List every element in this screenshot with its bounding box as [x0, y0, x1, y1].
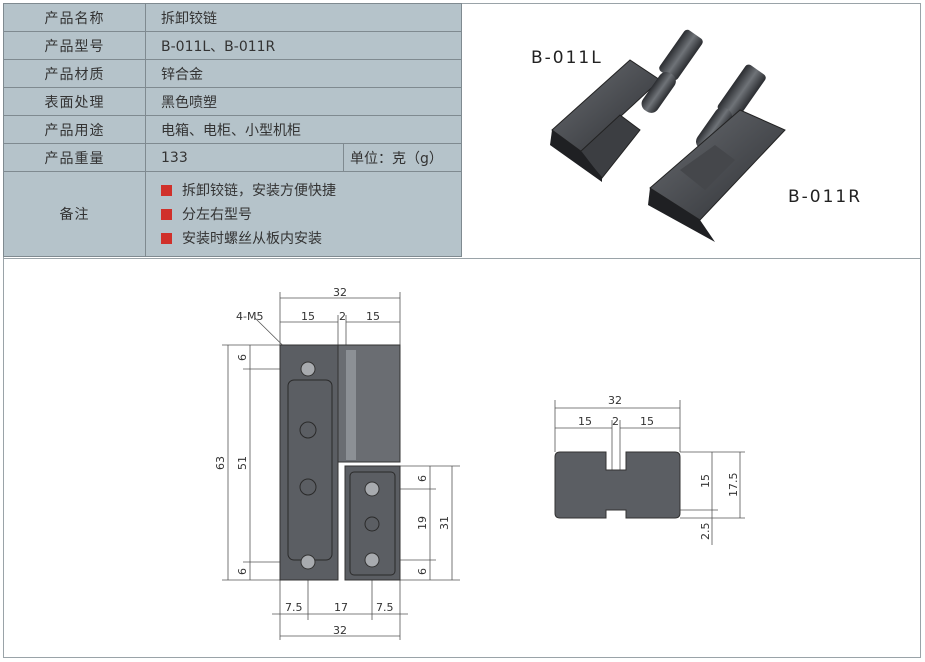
model-label-left: B-011L: [531, 48, 603, 68]
row-value: 锌合金: [145, 59, 462, 88]
dim-bottom-right: 7.5: [376, 601, 394, 614]
side-dim-top-right: 15: [640, 415, 654, 428]
dim-bottom-total: 32: [333, 624, 347, 637]
outer-frame: [3, 3, 921, 658]
front-view-dimension-lines: [222, 292, 460, 640]
bullet-square-icon: [161, 232, 172, 244]
hinge-left: [550, 29, 703, 182]
hinge-right: [648, 64, 786, 242]
notes-key: 备注: [3, 171, 146, 257]
row-key: 表面处理: [3, 87, 146, 116]
row-key: 产品用途: [3, 115, 146, 144]
note-item: 安装时螺丝从板内安装: [161, 226, 461, 250]
notes-list: 拆卸铰链，安装方便快捷 分左右型号 安装时螺丝从板内安装: [145, 171, 462, 257]
note-item: 拆卸铰链，安装方便快捷: [161, 178, 461, 202]
dim-bottom-mid: 17: [334, 601, 348, 614]
table-row: 产品材质锌合金: [3, 59, 462, 88]
bullet-square-icon: [161, 208, 172, 220]
weight-unit: 单位：克（g）: [343, 143, 462, 172]
side-view-hinge: [554, 451, 681, 519]
table-row: 产品名称拆卸铰链: [3, 3, 462, 32]
dim-left-inner: 51: [236, 456, 249, 470]
row-value: 拆卸铰链: [145, 3, 462, 32]
divider: [3, 258, 921, 259]
front-view-hinge: [279, 344, 401, 581]
note-item: 分左右型号: [161, 202, 461, 226]
model-label-right: B-011R: [788, 187, 863, 207]
dim-bottom-left: 7.5: [285, 601, 303, 614]
hinge-photo: [550, 29, 786, 242]
dim-right-mid: 19: [416, 516, 429, 530]
dim-top-left: 15: [301, 310, 315, 323]
side-dim-top-total: 32: [608, 394, 622, 407]
screw-hole-icon: [300, 361, 380, 570]
dim-right-total: 31: [438, 516, 451, 530]
row-value: B-011L、B-011R: [145, 31, 462, 60]
dim-top-right: 15: [366, 310, 380, 323]
bullet-square-icon: [161, 184, 172, 196]
hole-spec-label: 4-M5: [236, 310, 263, 323]
side-dim-right-bottom: 2.5: [699, 523, 712, 541]
side-dim-top-gap: 2: [612, 415, 619, 428]
dim-left-top: 6: [236, 354, 249, 361]
side-dim-top-left: 15: [578, 415, 592, 428]
note-text: 安装时螺丝从板内安装: [182, 231, 322, 247]
side-view-dimension-lines: [554, 400, 745, 545]
side-dim-right-total: 17.5: [727, 473, 740, 498]
dim-top-total: 32: [333, 286, 347, 299]
note-text: 分左右型号: [182, 207, 252, 223]
note-text: 拆卸铰链，安装方便快捷: [182, 183, 336, 199]
dim-right-top: 6: [416, 475, 429, 482]
dim-left-bottom: 6: [236, 568, 249, 575]
side-dim-right-inner: 15: [699, 474, 712, 488]
dim-right-bottom: 6: [416, 568, 429, 575]
dim-left-total: 63: [214, 456, 227, 470]
table-row: 备注 拆卸铰链，安装方便快捷 分左右型号 安装时螺丝从板内安装: [3, 171, 462, 257]
dim-top-gap: 2: [339, 310, 346, 323]
row-value: 133: [145, 143, 344, 172]
